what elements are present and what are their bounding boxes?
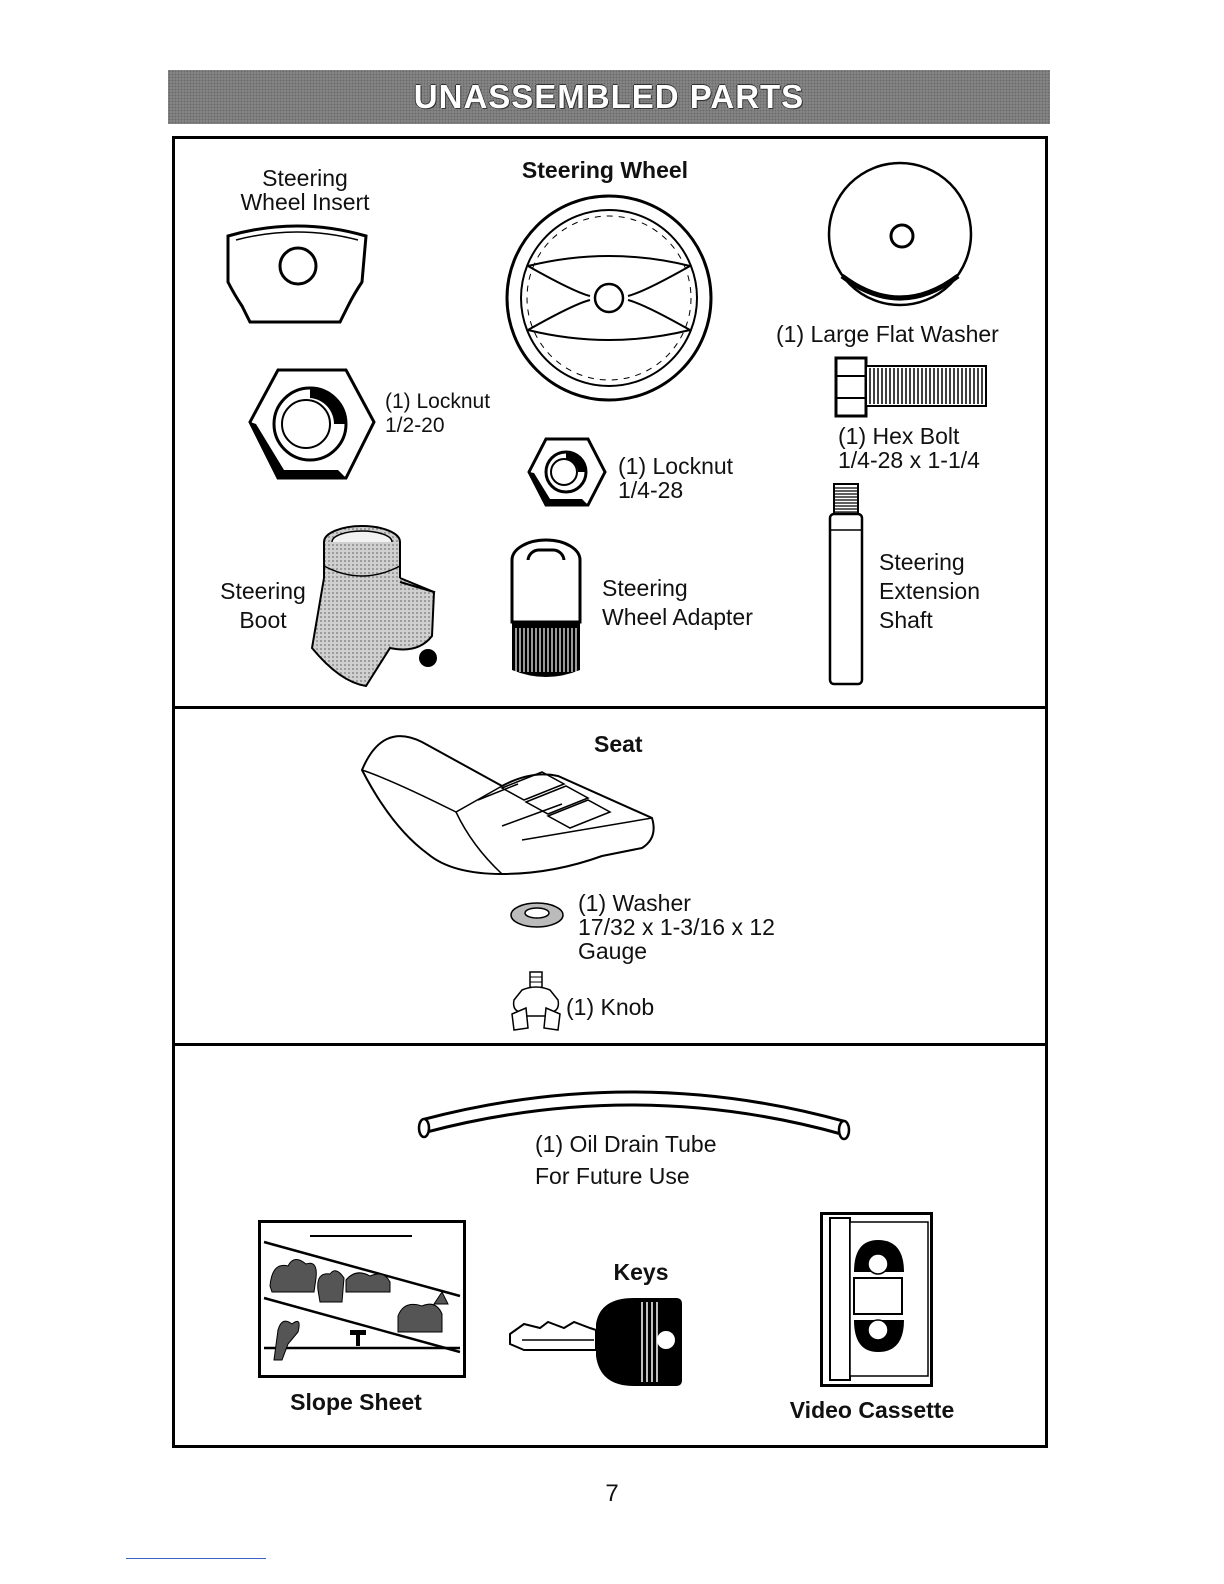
locknut-large-label: (1) Locknut 1/2-20 xyxy=(385,390,491,437)
knob-icon xyxy=(511,971,561,1031)
parts-frame xyxy=(172,136,1048,1448)
locknut-large-icon xyxy=(248,368,376,480)
locknut-small-label: (1) Locknut 1/4-28 xyxy=(618,453,734,503)
steering-wheel-insert-icon xyxy=(226,224,368,324)
slope-sheet-icon xyxy=(258,1220,466,1378)
steering-extension-shaft-icon xyxy=(828,483,864,686)
key-icon xyxy=(509,1298,682,1386)
locknut-small-icon xyxy=(527,437,607,507)
knob-label: (1) Knob xyxy=(566,994,655,1020)
section-banner: UNASSEMBLED PARTS xyxy=(168,70,1050,124)
oil-drain-tube-label: (1) Oil Drain Tube For Future Use xyxy=(535,1131,717,1189)
steering-wheel-adapter-icon xyxy=(510,538,582,677)
steering-wheel-label: Steering Wheel xyxy=(521,157,689,183)
oil-drain-tube-icon xyxy=(417,1090,851,1141)
steering-wheel-insert-label: Steering Wheel Insert xyxy=(240,165,370,215)
footer-rule xyxy=(126,1558,266,1559)
washer-icon xyxy=(510,902,564,928)
section-divider-1 xyxy=(172,706,1048,709)
hex-bolt-label: (1) Hex Bolt 1/4-28 x 1-1/4 xyxy=(838,423,980,473)
page-title: UNASSEMBLED PARTS xyxy=(413,78,805,115)
slope-sheet-label: Slope Sheet xyxy=(290,1389,422,1415)
seat-label: Seat xyxy=(594,731,643,757)
seat-icon xyxy=(360,735,655,876)
steering-wheel-adapter-label: Steering Wheel Adapter xyxy=(602,575,753,630)
steering-extension-shaft-label: Steering Extension Shaft xyxy=(879,549,981,633)
steering-wheel-icon xyxy=(505,194,713,402)
page-number: 7 xyxy=(605,1480,619,1507)
hex-bolt-icon xyxy=(834,356,987,418)
large-flat-washer-icon xyxy=(827,161,973,307)
steering-boot-label: Steering Boot xyxy=(220,578,306,633)
video-cassette-label: Video Cassette xyxy=(789,1397,955,1423)
video-cassette-icon xyxy=(820,1212,933,1387)
large-flat-washer-label: (1) Large Flat Washer xyxy=(776,321,999,347)
steering-boot-icon xyxy=(310,525,437,688)
washer-label: (1) Washer 17/32 x 1-3/16 x 12 Gauge xyxy=(578,890,775,964)
keys-label: Keys xyxy=(613,1259,669,1285)
section-divider-2 xyxy=(172,1043,1048,1046)
